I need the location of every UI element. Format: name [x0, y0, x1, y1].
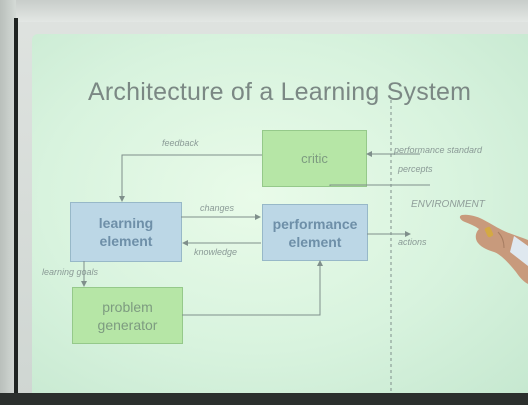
- percepts-arrow: [329, 184, 430, 186]
- feedback-arrow: [119, 154, 262, 202]
- presenter-hand-image: [459, 214, 528, 284]
- knowledge-label: knowledge: [194, 247, 238, 257]
- screen-top-frame: [0, 0, 528, 22]
- problem-generator-label-line2: generator: [97, 316, 158, 333]
- screen-left-edge: [14, 18, 18, 398]
- performance-element-box: performance element: [262, 204, 368, 261]
- performance-element-label-line2: element: [288, 233, 342, 250]
- feedback-label: feedback: [162, 138, 199, 148]
- actions-label: actions: [398, 237, 427, 247]
- learning-element-label-line2: element: [99, 233, 153, 249]
- problem-generator-label-line1: problem: [102, 298, 153, 315]
- performance-standard-label: performance standard: [394, 145, 483, 155]
- percepts-label: percepts: [398, 164, 433, 174]
- changes-label: changes: [200, 203, 235, 213]
- slide-title: Architecture of a Learning System: [88, 78, 472, 106]
- critic-label: critic: [301, 150, 328, 166]
- critic-box: critic: [262, 130, 367, 187]
- screen-left-frame: [0, 0, 16, 405]
- learning-element-box: learning element: [70, 202, 182, 262]
- learning-element-label-line1: learning: [98, 215, 154, 231]
- screen-bottom-frame: [0, 393, 528, 405]
- problem-generator-box: problem generator: [72, 287, 183, 344]
- learning-goals-label: learning goals: [42, 267, 99, 277]
- environment-label: ENVIRONMENT: [411, 199, 485, 210]
- generator-to-performance-arrow: [182, 260, 323, 316]
- performance-element-label-line1: performance: [272, 215, 358, 232]
